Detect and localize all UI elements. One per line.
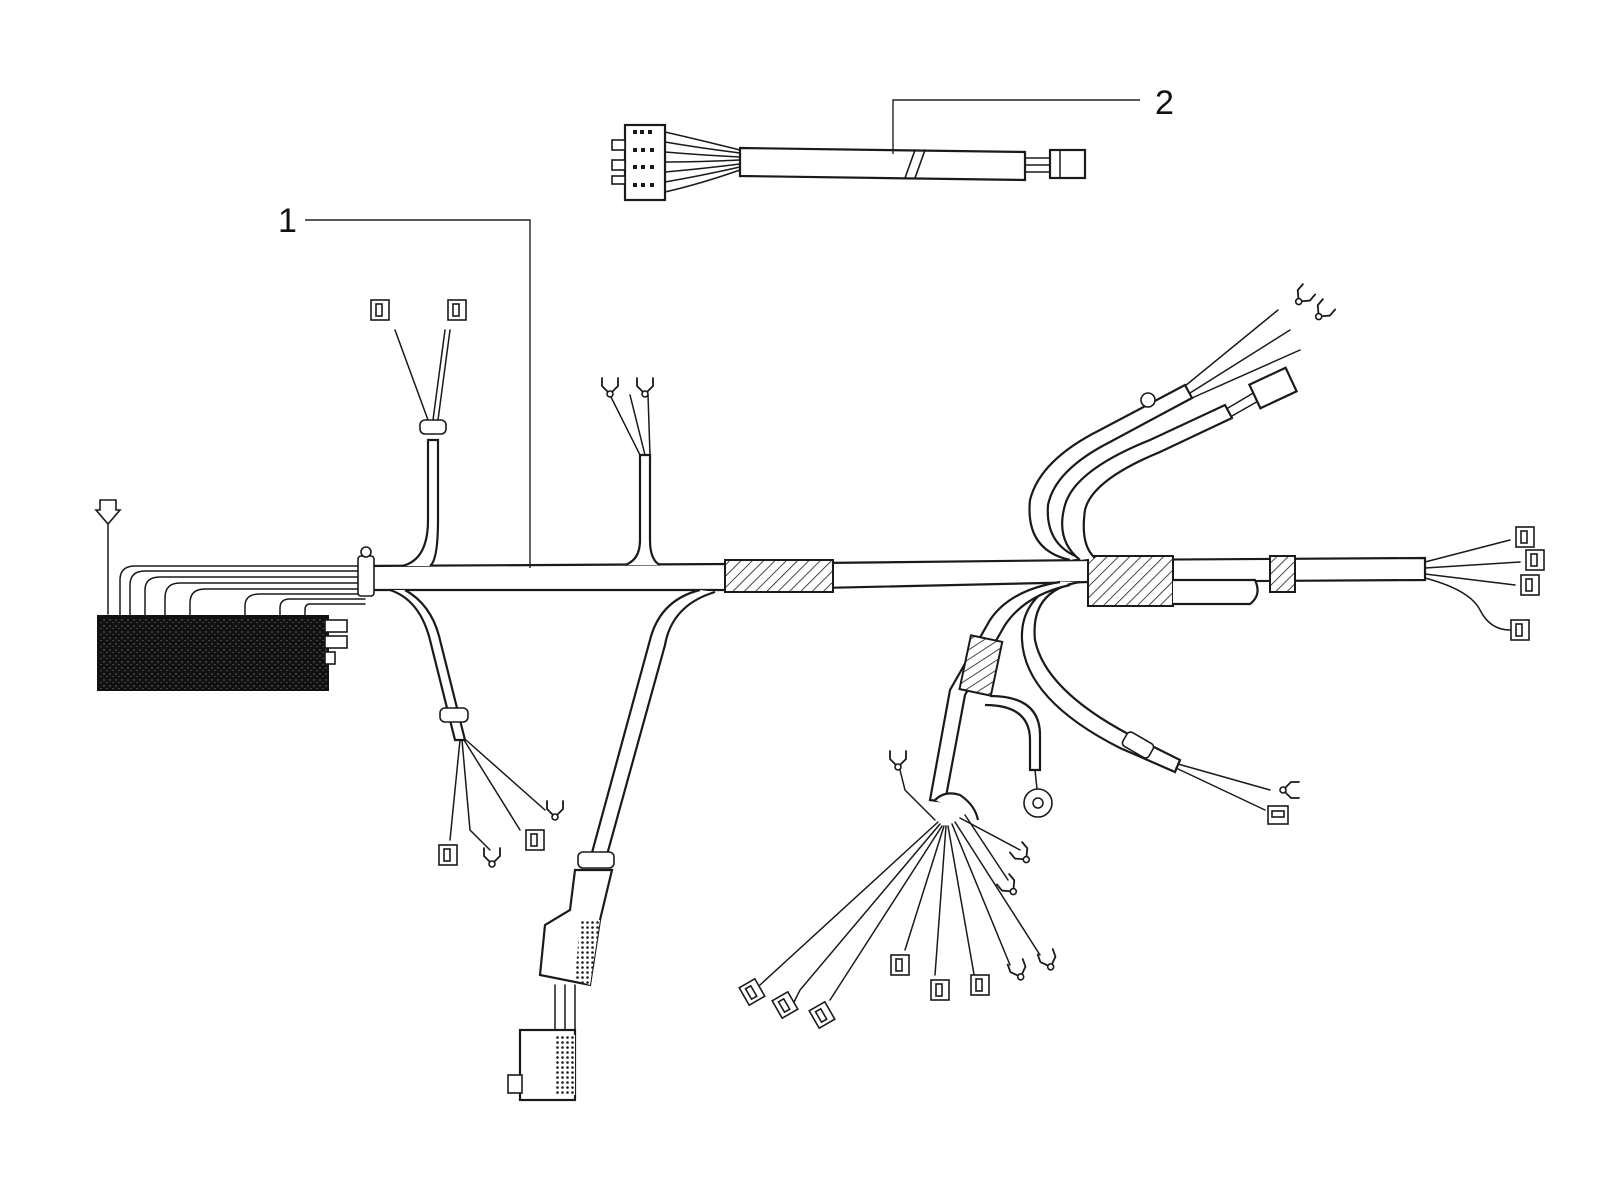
branch-upper-middle [624, 453, 661, 567]
callout-2-leader [892, 99, 1140, 154]
connector-fan-wires [664, 131, 741, 193]
two-pin-connector-right [1247, 366, 1299, 410]
two-pin-connector [1048, 148, 1087, 180]
branch-upper-left [401, 438, 440, 568]
sub-harness-sheath [738, 146, 1027, 182]
fan-wires [759, 769, 1041, 1011]
junction-block [97, 615, 329, 691]
right-end-wires [1424, 539, 1521, 631]
branch-lower-right [1020, 580, 1182, 774]
tape-wrap-4 [958, 634, 1004, 697]
callout-2-label: 2 [1155, 84, 1174, 122]
tape-wrap-3 [1269, 555, 1296, 593]
tape-wrap-2 [1087, 555, 1174, 607]
branch-lower-long [588, 588, 716, 864]
callout-1-label: 1 [278, 202, 297, 240]
main-trunk-sheath [363, 556, 1427, 592]
main-harness-1 [94, 283, 1545, 1102]
branch-lower-middle [928, 580, 1071, 804]
boot-connector [538, 868, 614, 987]
callout-1-leader [305, 219, 531, 568]
multi-pin-connector [623, 123, 667, 202]
branch-upper-right-2 [1061, 403, 1234, 561]
block-feed-wires [119, 565, 366, 617]
cable-clamp [357, 555, 375, 597]
arrow-terminal [94, 499, 122, 526]
branch-upper-right-1 [1028, 383, 1194, 562]
tape-wrap-1 [724, 559, 834, 593]
sub-harness-2 [611, 123, 1087, 202]
